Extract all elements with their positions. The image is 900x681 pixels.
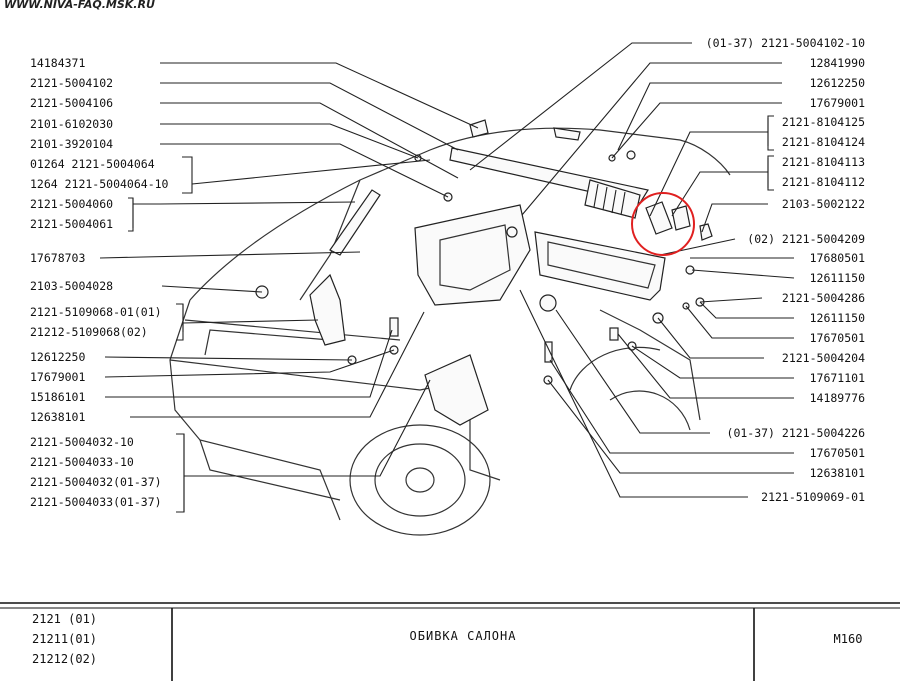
part-label: 2121-5004032-10 — [30, 435, 134, 449]
part-label: 17670501 — [810, 446, 865, 460]
part-label: 14184371 — [30, 56, 85, 70]
sheet-code: M160 — [834, 632, 863, 646]
part-label: 2103-5002122 — [782, 197, 865, 211]
part-label: 12612250 — [30, 350, 85, 364]
part-label: (01-37) 2121-5004102-10 — [706, 36, 865, 50]
model-code: 2121 (01) — [32, 612, 97, 626]
part-label: 2121-5109068-01(01) — [30, 305, 162, 319]
part-label: 2121-5004102 — [30, 76, 113, 90]
part-label: 2121-8104124 — [782, 135, 865, 149]
part-label: 12611150 — [810, 311, 865, 325]
part-label: 17670501 — [810, 331, 865, 345]
part-label: 2121-5004286 — [782, 291, 865, 305]
part-label: 1264 2121-5004064-10 — [30, 177, 169, 191]
part-label: 2121-8104113 — [782, 155, 865, 169]
part-label: 17679001 — [810, 96, 865, 110]
part-label: 2101-3920104 — [30, 137, 113, 151]
part-label: 14189776 — [810, 391, 865, 405]
part-label: 2121-5109069-01 — [761, 490, 865, 504]
part-label: 01264 2121-5004064 — [30, 157, 155, 171]
part-label: 2101-6102030 — [30, 117, 113, 131]
label-brackets-left — [128, 156, 193, 513]
label-brackets-right — [767, 115, 774, 191]
watermark-text: WWW.NIVA-FAQ.MSK.RU — [4, 0, 155, 11]
parts-drawing — [255, 119, 713, 426]
model-code: 21212(02) — [32, 652, 97, 666]
labels-right: (01-37) 2121-5004102-10 12841990 1261225… — [706, 36, 865, 504]
part-label: 2121-8104125 — [782, 115, 865, 129]
car-body-drawing — [169, 127, 731, 536]
labels-left: 14184371 2121-5004102 2121-5004106 2101-… — [30, 56, 169, 509]
highlight-circle — [631, 192, 695, 256]
model-code: 21211(01) — [32, 632, 97, 646]
part-label: 12638101 — [810, 466, 865, 480]
part-label: 2103-5004028 — [30, 279, 113, 293]
leader-lines — [99, 42, 795, 512]
part-label: 12612250 — [810, 76, 865, 90]
part-label: 2121-5004033(01-37) — [30, 495, 162, 509]
part-label: (02) 2121-5004209 — [747, 232, 865, 246]
part-label: 17678703 — [30, 251, 85, 265]
part-label: 2121-5004033-10 — [30, 455, 134, 469]
part-label: 2121-5004204 — [782, 351, 865, 365]
part-label: 17679001 — [30, 370, 85, 384]
part-label: 12841990 — [810, 56, 865, 70]
part-label: 2121-8104112 — [782, 175, 865, 189]
part-label: 12638101 — [30, 410, 85, 424]
part-label: 21212-5109068(02) — [30, 325, 148, 339]
title-block: 2121 (01) 21211(01) 21212(02) ОБИВКА САЛ… — [0, 602, 900, 681]
part-label: (01-37) 2121-5004226 — [727, 426, 866, 440]
part-label: 2121-5004060 — [30, 197, 113, 211]
part-label: 2121-5004032(01-37) — [30, 475, 162, 489]
part-label: 12611150 — [810, 271, 865, 285]
part-label: 17671101 — [810, 371, 865, 385]
part-label: 15186101 — [30, 390, 85, 404]
part-label: 17680501 — [810, 251, 865, 265]
part-label: 2121-5004061 — [30, 217, 113, 231]
sheet-title: ОБИВКА САЛОНА — [410, 629, 517, 643]
part-label: 2121-5004106 — [30, 96, 113, 110]
